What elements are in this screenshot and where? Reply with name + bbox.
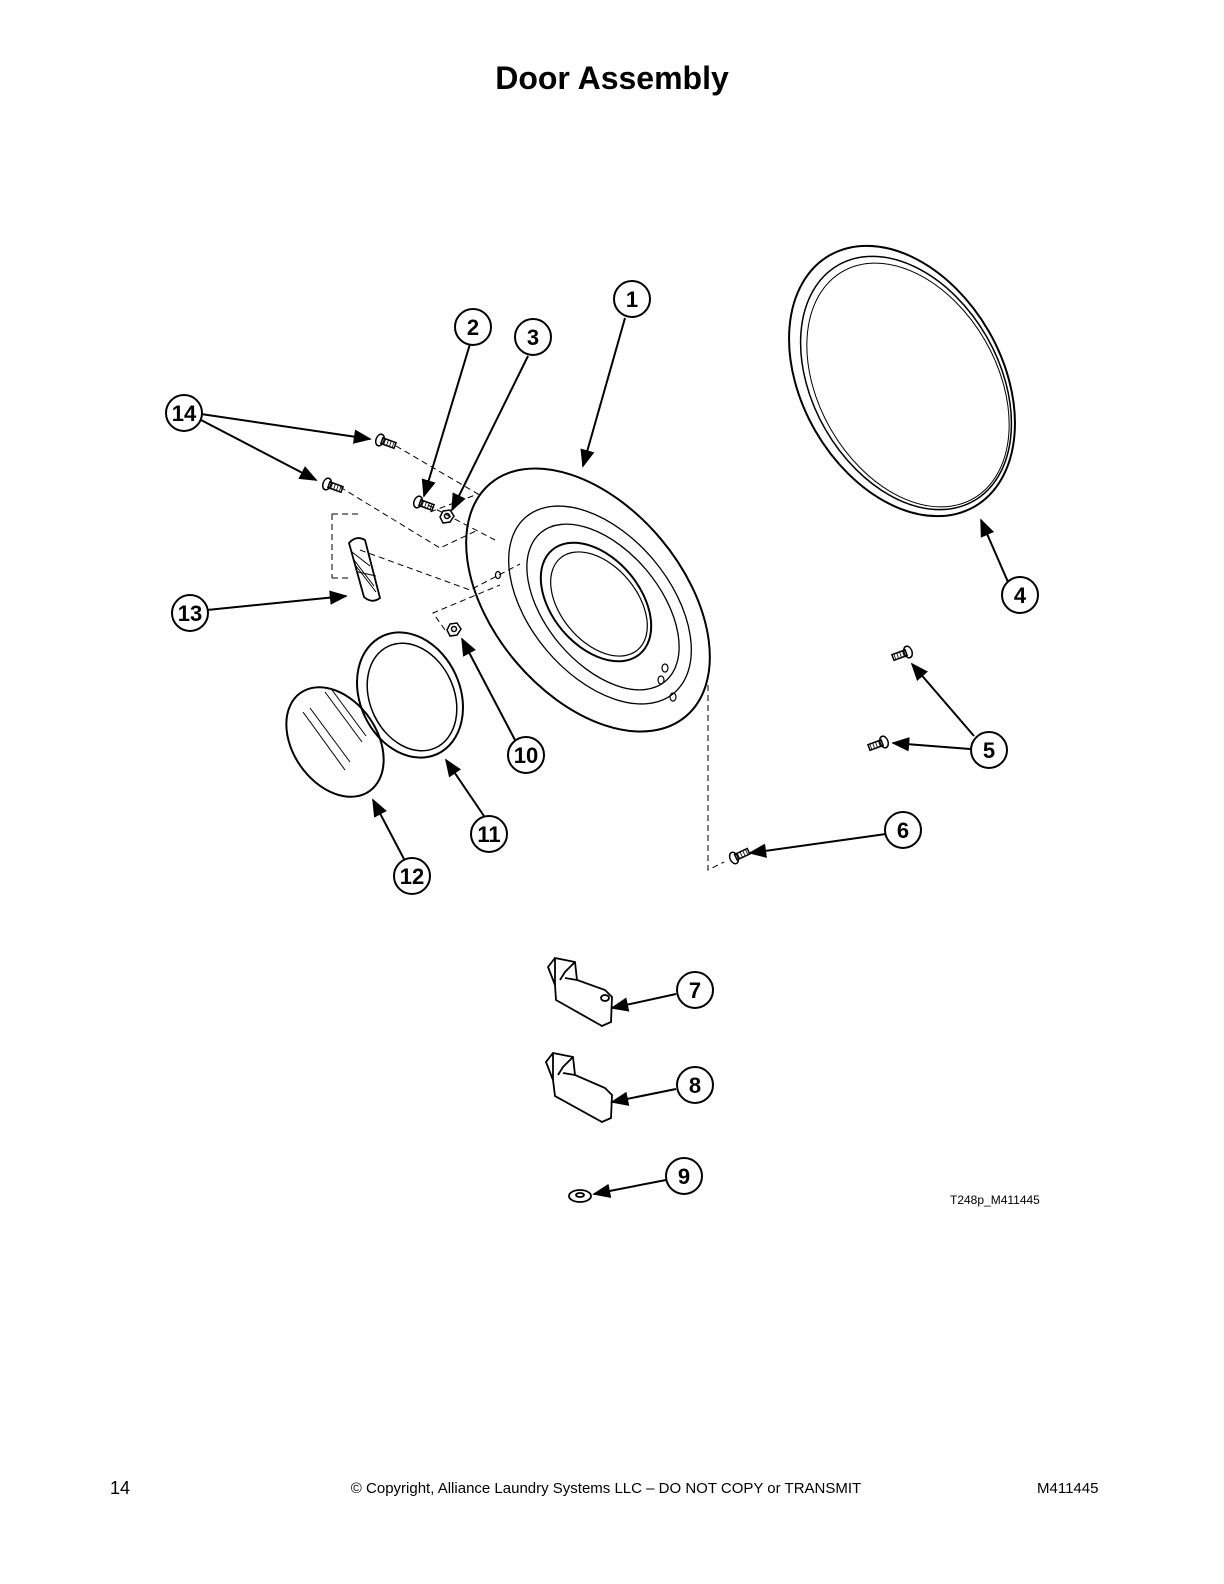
svg-text:5: 5 bbox=[983, 738, 995, 763]
callout-3: 3 bbox=[514, 318, 552, 356]
door-handle-alt bbox=[544, 1052, 613, 1124]
screws bbox=[321, 433, 914, 865]
copyright-notice: © Copyright, Alliance Laundry Systems LL… bbox=[350, 1480, 862, 1497]
nuts bbox=[439, 509, 462, 637]
page-number: 14 bbox=[110, 1478, 131, 1498]
svg-text:7: 7 bbox=[689, 978, 701, 1003]
callout-8: 8 bbox=[676, 1066, 714, 1104]
svg-text:2: 2 bbox=[467, 315, 479, 340]
callouts: 1 2 3 4 5 6 7 8 9 10 11 12 13 14 bbox=[165, 280, 1039, 1195]
strike-plate bbox=[348, 537, 382, 602]
door-gasket bbox=[788, 244, 1016, 518]
figure-id: T248p_M411445 bbox=[950, 1193, 1040, 1207]
callout-9: 9 bbox=[665, 1157, 703, 1195]
callout-13: 13 bbox=[171, 594, 209, 632]
assembly-lines bbox=[331, 445, 725, 871]
glass-retainer-ring bbox=[356, 631, 464, 759]
callout-14: 14 bbox=[165, 394, 203, 432]
svg-text:11: 11 bbox=[477, 822, 500, 847]
svg-text:8: 8 bbox=[689, 1073, 701, 1098]
door-glass bbox=[285, 686, 385, 798]
svg-text:6: 6 bbox=[897, 818, 909, 843]
callout-11: 11 bbox=[470, 815, 508, 853]
callout-1: 1 bbox=[613, 280, 651, 318]
door-panel bbox=[465, 467, 711, 733]
svg-text:1: 1 bbox=[626, 287, 638, 312]
callout-6: 6 bbox=[884, 811, 922, 849]
callout-12: 12 bbox=[393, 857, 431, 895]
callout-2: 2 bbox=[454, 308, 492, 346]
callout-7: 7 bbox=[676, 971, 714, 1009]
svg-text:14: 14 bbox=[172, 401, 197, 426]
svg-text:4: 4 bbox=[1014, 583, 1027, 608]
svg-text:9: 9 bbox=[678, 1164, 690, 1189]
callout-10: 10 bbox=[507, 736, 545, 774]
document-number: M411445 bbox=[1037, 1480, 1099, 1497]
svg-text:13: 13 bbox=[178, 601, 202, 626]
callout-4: 4 bbox=[1001, 576, 1039, 614]
svg-text:12: 12 bbox=[400, 864, 424, 889]
callout-5: 5 bbox=[970, 731, 1008, 769]
page-title: Door Assembly bbox=[495, 60, 729, 96]
leader-lines bbox=[200, 317, 1009, 1198]
svg-text:3: 3 bbox=[527, 325, 539, 350]
door-handle bbox=[546, 957, 613, 1028]
washer bbox=[568, 1189, 592, 1203]
svg-text:10: 10 bbox=[514, 743, 538, 768]
